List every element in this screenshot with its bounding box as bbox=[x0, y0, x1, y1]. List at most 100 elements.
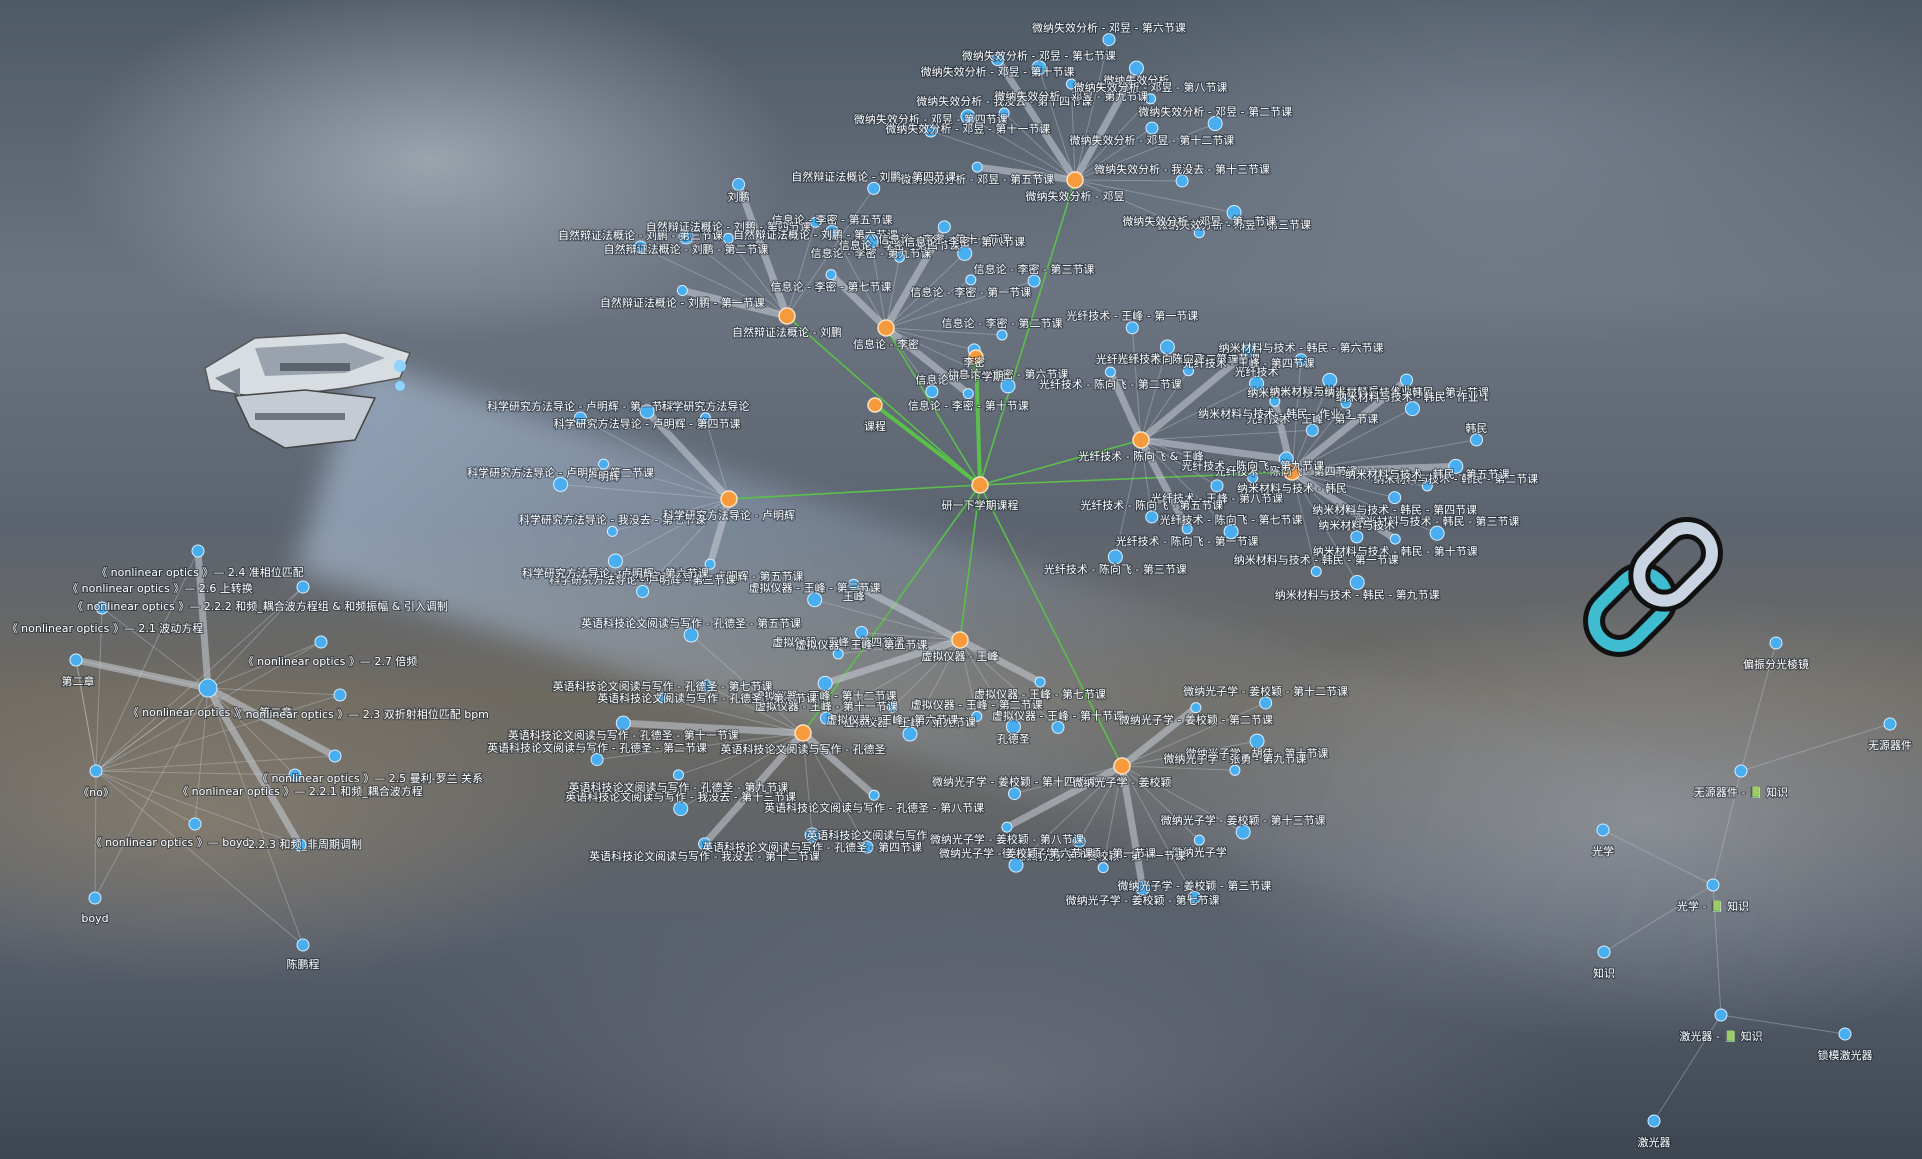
leaf-node[interactable] bbox=[826, 270, 836, 280]
node-label: 微纳失效分析 - 邓昱 - 第八节课 bbox=[1074, 80, 1228, 94]
leaf-node[interactable] bbox=[869, 790, 879, 800]
leaf-node[interactable] bbox=[997, 330, 1007, 340]
leaf-node[interactable] bbox=[1108, 550, 1122, 564]
leaf-node[interactable] bbox=[1405, 402, 1419, 416]
leaf-node[interactable] bbox=[1103, 34, 1115, 46]
category-node[interactable] bbox=[952, 632, 968, 648]
leaf-node[interactable] bbox=[1648, 1115, 1660, 1127]
node-label: 科学研究方法导论 bbox=[661, 399, 749, 413]
category-node[interactable] bbox=[1133, 432, 1149, 448]
leaf-node[interactable] bbox=[89, 892, 101, 904]
leaf-node[interactable] bbox=[1176, 175, 1188, 187]
leaf-node[interactable] bbox=[674, 802, 688, 816]
node-label: 激光器 - 📗 知识 bbox=[1679, 1029, 1762, 1043]
leaf-node[interactable] bbox=[189, 818, 201, 830]
leaf-node[interactable] bbox=[1839, 1028, 1851, 1040]
leaf-node[interactable] bbox=[297, 939, 309, 951]
leaf-node[interactable] bbox=[554, 477, 568, 491]
leaf-node[interactable] bbox=[733, 178, 745, 190]
leaf-node[interactable] bbox=[1035, 677, 1045, 687]
category-node[interactable] bbox=[878, 320, 894, 336]
leaf-node[interactable] bbox=[1598, 946, 1610, 958]
node-label: 光纤技术 - 陈向飞 - 第二节课 bbox=[1039, 377, 1182, 391]
leaf-node[interactable] bbox=[1306, 424, 1318, 436]
leaf-node[interactable] bbox=[1236, 825, 1250, 839]
leaf-node[interactable] bbox=[1735, 765, 1747, 777]
node-label: 研一下学期课程 bbox=[942, 498, 1019, 512]
leaf-node[interactable] bbox=[608, 554, 622, 568]
leaf-node[interactable] bbox=[329, 750, 341, 762]
leaf-node[interactable] bbox=[591, 754, 603, 766]
node-label: 无源器件 - 📗 知识 bbox=[1694, 785, 1788, 799]
leaf-node[interactable] bbox=[1597, 824, 1609, 836]
leaf-node[interactable] bbox=[673, 770, 683, 780]
category-node[interactable] bbox=[1067, 172, 1083, 188]
node-label: 科学研究方法导论 - 卢明辉 bbox=[663, 508, 795, 522]
leaf-node[interactable] bbox=[1146, 122, 1158, 134]
node-label: 信息论 - 李密 - 第十节课 bbox=[908, 399, 1029, 413]
leaf-node[interactable] bbox=[1194, 835, 1204, 845]
leaf-node[interactable] bbox=[1389, 492, 1401, 504]
leaf-node[interactable] bbox=[1208, 117, 1222, 131]
node-label: 微纳失效分析 - 邓昱 - 第六节课 bbox=[1032, 21, 1186, 35]
leaf-node[interactable] bbox=[868, 182, 880, 194]
leaf-node[interactable] bbox=[1105, 367, 1115, 377]
leaf-node[interactable] bbox=[972, 162, 982, 172]
leaf-node[interactable] bbox=[1098, 863, 1108, 873]
leaf-node[interactable] bbox=[334, 689, 346, 701]
leaf-node[interactable] bbox=[963, 389, 973, 399]
leaf-node[interactable] bbox=[1707, 879, 1719, 891]
leaf-node[interactable] bbox=[818, 676, 832, 690]
node-label: 自然辩证法概论 - 刘鹏 - 第二节课 bbox=[604, 242, 769, 256]
leaf-node[interactable] bbox=[677, 286, 687, 296]
node-label: 虚拟仪器 - 王峰 - 第二节课 bbox=[911, 697, 1043, 711]
leaf-node[interactable] bbox=[1126, 322, 1138, 334]
leaf-node[interactable] bbox=[607, 526, 617, 536]
leaf-node[interactable] bbox=[1250, 734, 1264, 748]
node-label: 光纤技术 - 陈向飞 - 第三节课 bbox=[1044, 562, 1187, 576]
leaf-node[interactable] bbox=[1191, 703, 1201, 713]
leaf-node[interactable] bbox=[1884, 718, 1896, 730]
leaf-node[interactable] bbox=[637, 585, 649, 597]
leaf-node[interactable] bbox=[1351, 531, 1363, 543]
node-label: 纳米材料与技术 bbox=[1318, 518, 1395, 532]
leaf-node[interactable] bbox=[1470, 434, 1482, 446]
leaf-node[interactable] bbox=[1260, 697, 1272, 709]
root-node[interactable] bbox=[972, 477, 988, 493]
leaf-node[interactable] bbox=[1715, 1009, 1727, 1021]
leaf-node[interactable] bbox=[808, 593, 822, 607]
leaf-node[interactable] bbox=[926, 386, 938, 398]
leaf-node[interactable] bbox=[1430, 526, 1444, 540]
link-chain-icon[interactable] bbox=[1558, 492, 1748, 682]
leaf-node[interactable] bbox=[966, 275, 976, 285]
leaf-node[interactable] bbox=[1230, 765, 1240, 775]
category-node[interactable] bbox=[868, 398, 882, 412]
leaf-node[interactable] bbox=[297, 581, 309, 593]
leaf-node[interactable] bbox=[192, 545, 204, 557]
leaf-node[interactable] bbox=[315, 636, 327, 648]
leaf-node[interactable] bbox=[1311, 567, 1321, 577]
leaf-node[interactable] bbox=[90, 765, 102, 777]
leaf-node[interactable] bbox=[1008, 788, 1020, 800]
leaf-node[interactable] bbox=[70, 654, 82, 666]
category-node[interactable] bbox=[1114, 758, 1130, 774]
leaf-node[interactable] bbox=[1770, 637, 1782, 649]
category-node[interactable] bbox=[721, 491, 737, 507]
leaf-node[interactable] bbox=[1002, 822, 1012, 832]
leaf-node[interactable] bbox=[199, 679, 217, 697]
category-node[interactable] bbox=[779, 308, 795, 324]
leaf-node[interactable] bbox=[903, 727, 917, 741]
leaf-node[interactable] bbox=[684, 628, 698, 642]
leaf-node[interactable] bbox=[1350, 575, 1364, 589]
leaf-node[interactable] bbox=[1390, 534, 1400, 544]
leaf-node[interactable] bbox=[1052, 721, 1064, 733]
leaf-node[interactable] bbox=[1146, 511, 1158, 523]
node-label: 韩民 bbox=[1465, 421, 1487, 435]
node-label: 英语科技论文阅读与写作 - 孔德圣 - 第九节课 bbox=[569, 780, 789, 794]
node-label: 微纳失效分析 - 邓昱 - 第七节课 bbox=[962, 49, 1116, 63]
category-node[interactable] bbox=[795, 725, 811, 741]
leaf-node[interactable] bbox=[938, 221, 950, 233]
leaf-node[interactable] bbox=[616, 716, 630, 730]
leaf-node[interactable] bbox=[1129, 61, 1143, 75]
leaf-node[interactable] bbox=[1211, 480, 1223, 492]
